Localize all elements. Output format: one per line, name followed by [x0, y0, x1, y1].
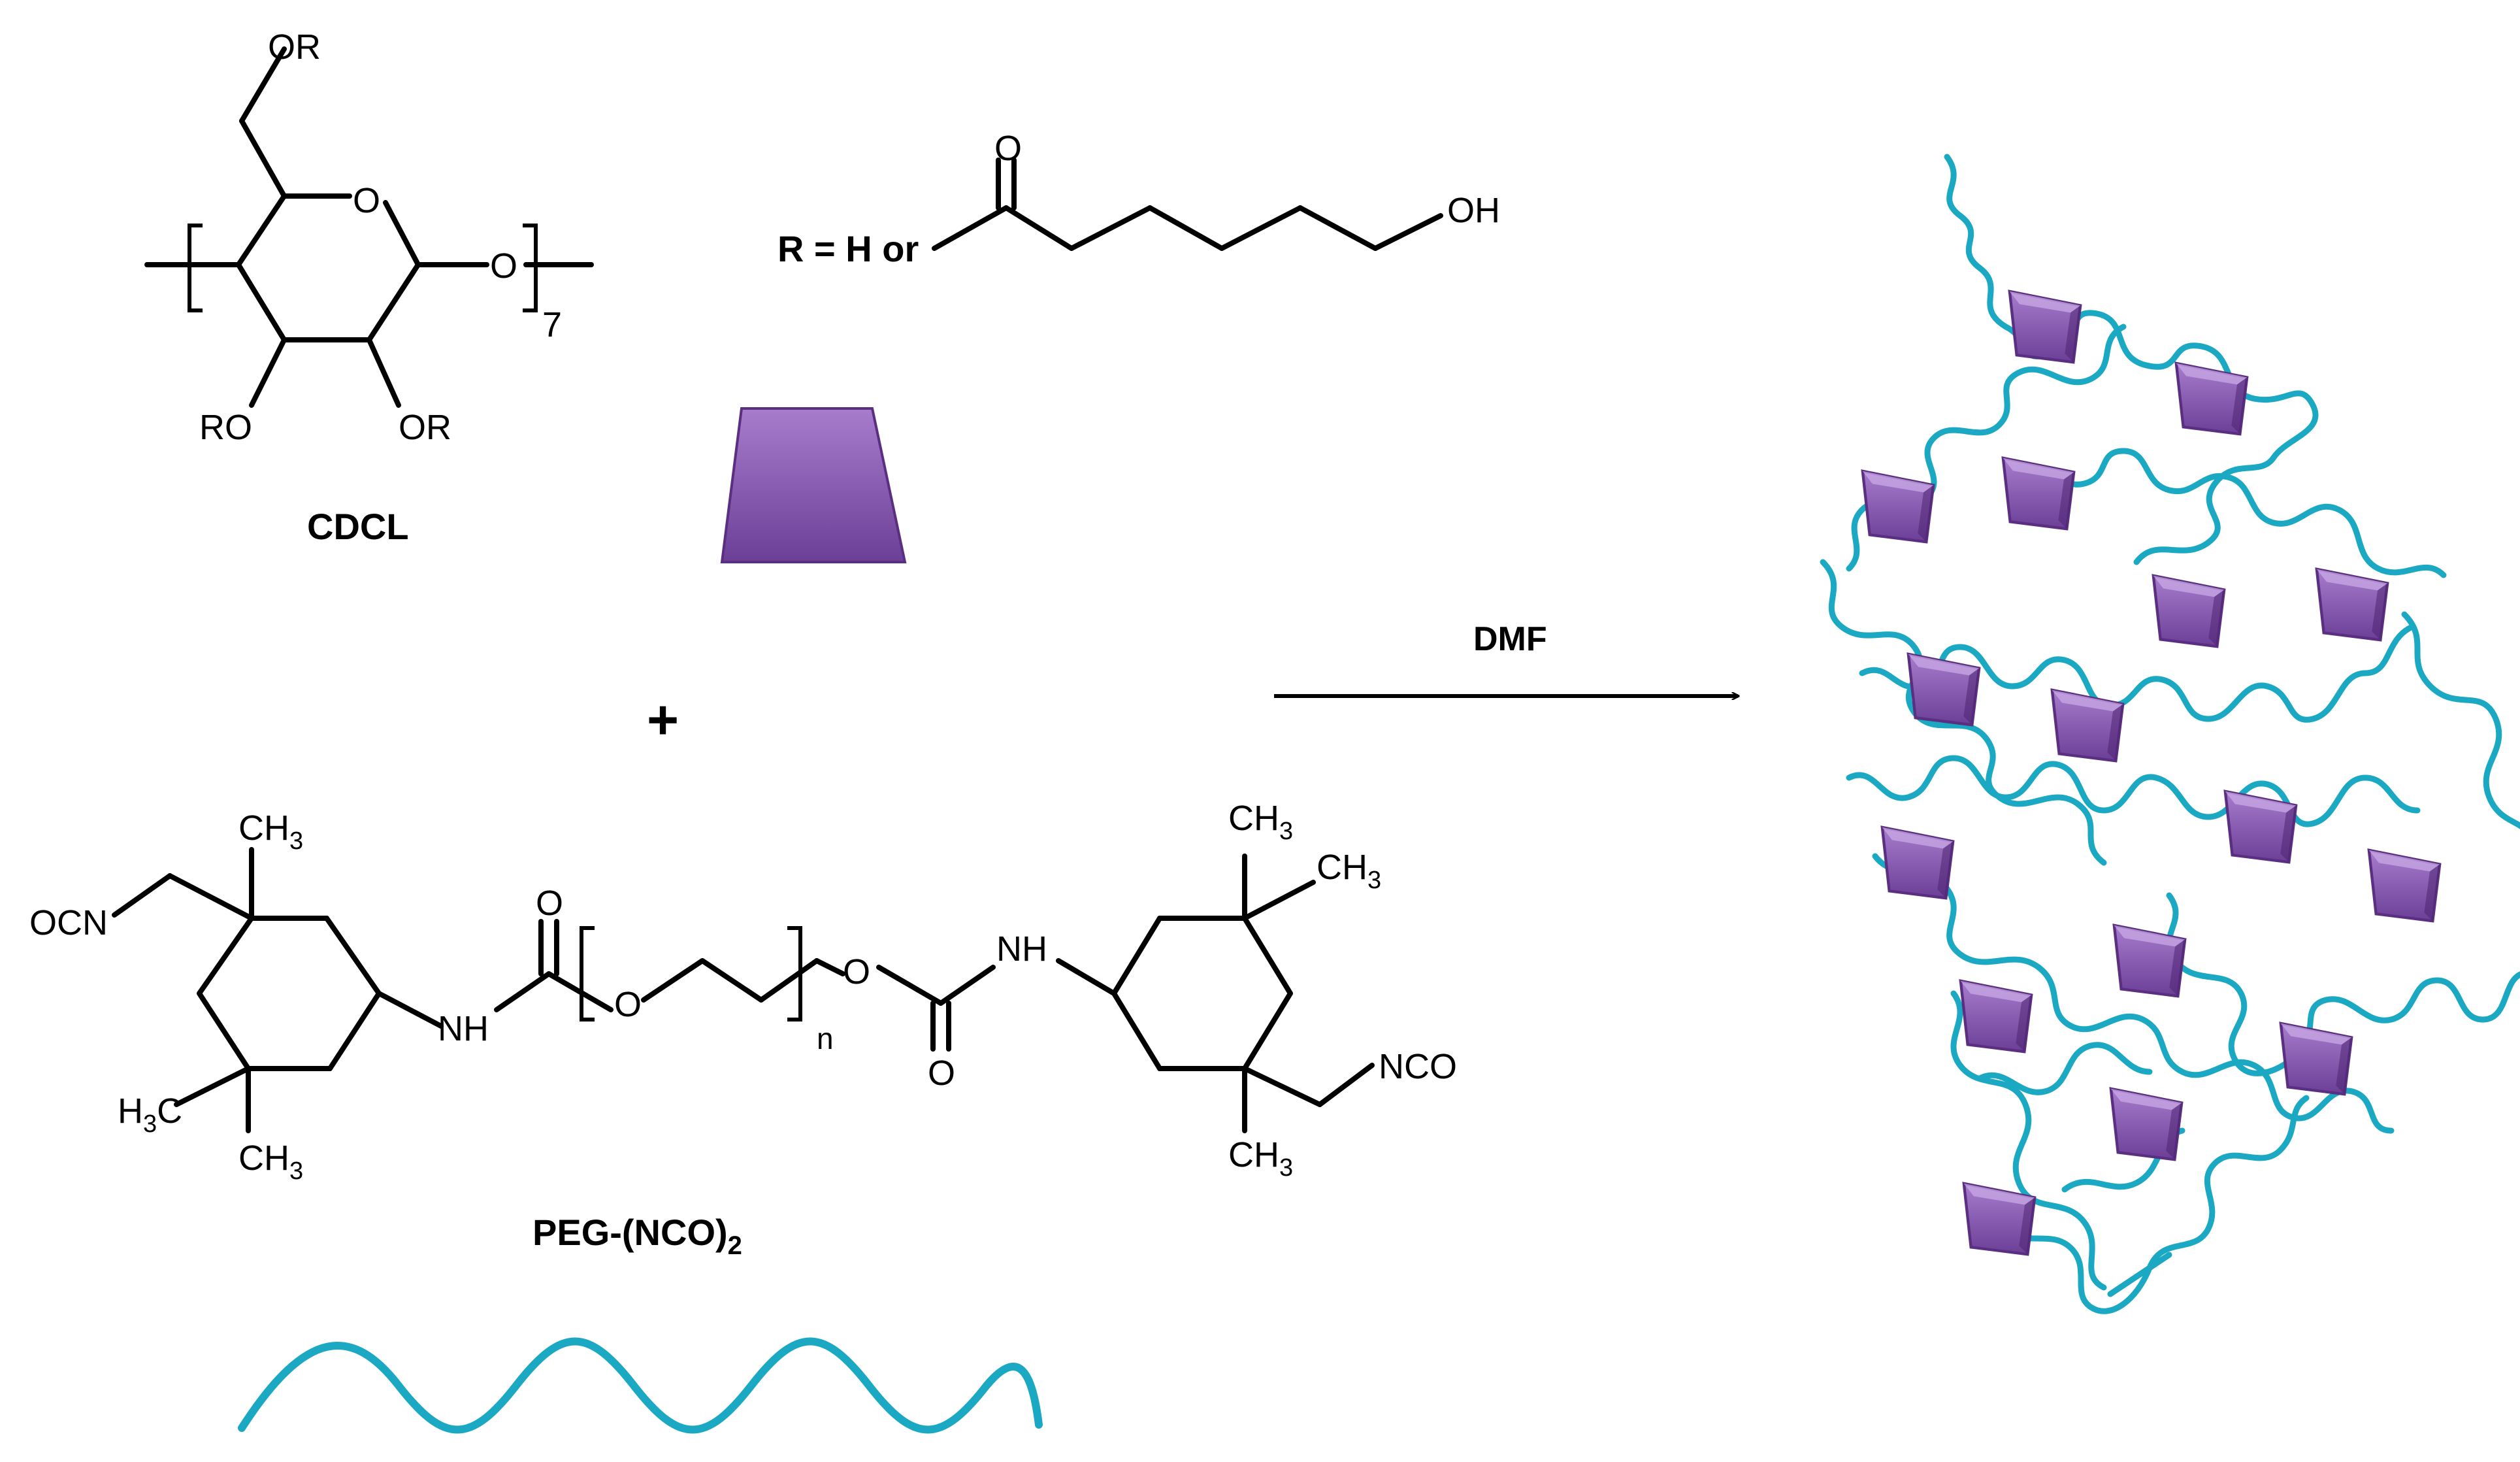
peg-nco-structure: OCN NCO NH NH O O O O n CH3 CH3 H3C CH3 …: [29, 799, 1457, 1260]
r-group-definition: R = H or O OH: [777, 129, 1500, 269]
cdcl-or-top: OR: [268, 27, 321, 67]
network-cd-9: [2225, 791, 2296, 862]
network-chain-10: [1950, 990, 2107, 1291]
arrow-label-dmf: DMF: [1473, 620, 1547, 658]
r-group-prefix: R = H or: [777, 228, 919, 269]
reaction-arrow: DMF: [1274, 620, 1738, 696]
h3c-label: H3C: [118, 1091, 182, 1138]
network-cd-2: [2176, 363, 2247, 434]
plus-sign: +: [647, 689, 679, 750]
cdcl-repeat-count: 7: [542, 305, 562, 344]
network-cd-14: [2281, 1023, 2351, 1094]
cdcl-glycosidic-oxygen: O: [490, 246, 517, 286]
ch3-label-1: CH3: [238, 808, 303, 855]
network-cd-13: [1961, 981, 2031, 1052]
product-network: [1820, 154, 2520, 1314]
network-chain-5: [1859, 624, 2414, 723]
peg-wave-symbol: [238, 1337, 1043, 1434]
network-chain-8: [1872, 853, 2395, 1134]
network-cd-7: [1908, 654, 1979, 725]
cdcl-ring-oxygen: O: [353, 181, 380, 220]
network-cd-8: [2052, 690, 2123, 761]
network-cd-16: [1964, 1184, 2035, 1254]
peg-nh-left: NH: [438, 1009, 489, 1048]
network-cd-1: [2010, 291, 2080, 362]
network-chain-11: [1996, 1095, 2310, 1314]
network-cd-5: [2153, 576, 2224, 646]
network-chain-3: [1820, 559, 2107, 866]
peg-carbonyl-o-left: O: [536, 884, 563, 923]
ch3-label-4: CH3: [1317, 848, 1381, 894]
network-cd-15: [2111, 1089, 2182, 1159]
peg-right-bracket: [787, 926, 802, 1022]
peg-ocn-label: OCN: [29, 903, 108, 942]
ch3-label-3: CH3: [1228, 799, 1293, 845]
network-cd-10: [1882, 827, 1953, 898]
network-chain-4: [2022, 448, 2447, 578]
cdcl-or-right: OR: [399, 408, 451, 447]
peg-nco-name: PEG-(NCO)2: [532, 1212, 742, 1260]
cyclodextrin-symbol: [720, 407, 907, 563]
ch3-label-5: CH3: [1228, 1135, 1293, 1182]
ch3-label-2: CH3: [238, 1138, 303, 1185]
r-group-terminal-oh: OH: [1447, 191, 1500, 230]
network-cd-11: [2369, 850, 2440, 921]
peg-left-bracket: [580, 926, 595, 1022]
peg-carbonyl-o-right: O: [928, 1054, 955, 1093]
network-cd-6: [2317, 569, 2387, 640]
network-cd-4: [2003, 458, 2074, 529]
peg-ether-o: O: [614, 985, 642, 1024]
network-cd-3: [1863, 471, 1933, 542]
network-chain-9: [2166, 892, 2520, 1076]
peg-repeat-n: n: [817, 1022, 834, 1055]
cdcl-bonds: [144, 46, 594, 408]
cdcl-structure: OR O O RO OR 7 CDCL: [144, 27, 594, 547]
peg-ester-o: O: [843, 952, 870, 991]
r-group-carbonyl-o: O: [994, 129, 1022, 168]
network-chain-14: [2107, 1252, 2172, 1297]
peg-nh-right: NH: [996, 929, 1047, 969]
network-chain-12: [1976, 1042, 2153, 1095]
network-chain-1: [1944, 154, 2319, 565]
cdcl-name: CDCL: [307, 506, 409, 547]
network-cd-12: [2114, 925, 2185, 996]
network-chain-7: [2401, 611, 2520, 829]
cdcl-right-bracket: [523, 224, 538, 312]
network-chain-6: [1846, 755, 2421, 827]
cdcl-ro-left: RO: [199, 408, 252, 447]
cdcl-left-bracket: [188, 224, 203, 312]
peg-nco-label: NCO: [1379, 1047, 1457, 1086]
